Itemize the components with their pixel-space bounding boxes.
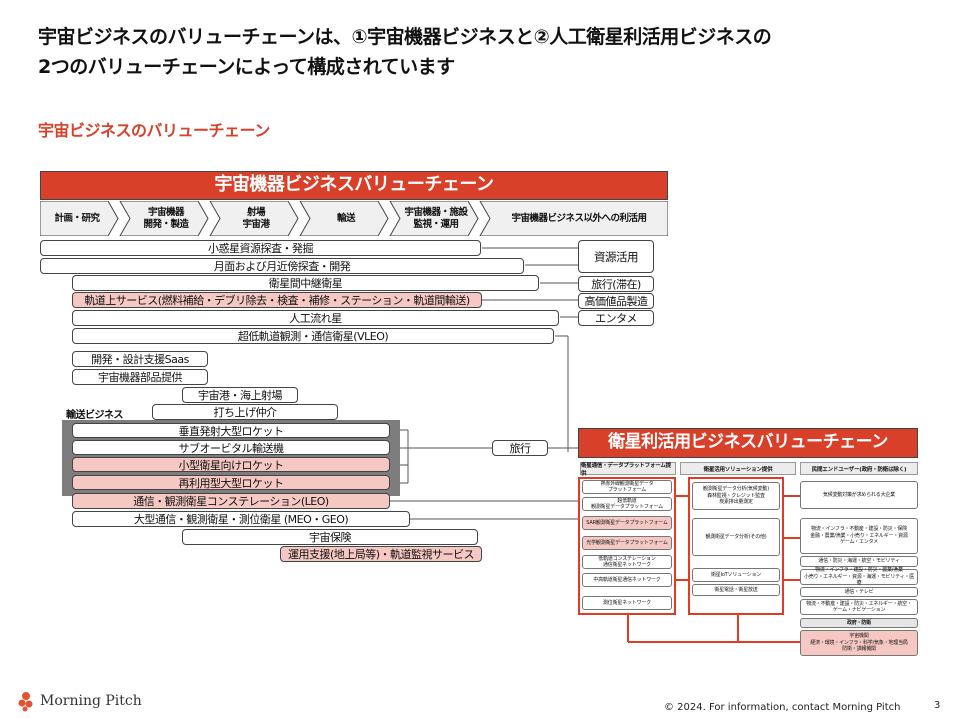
row-small-rocket: 小型衛星向けロケット xyxy=(72,457,390,472)
row-artificial-meteor: 人工流れ星 xyxy=(72,310,559,326)
stage-spaceport: 射場 宇宙港 xyxy=(242,206,270,230)
row-operations-support: 運用支援(地上局等)・軌道監視サービス xyxy=(280,546,482,562)
row-space-insurance: 宇宙保険 xyxy=(182,529,478,545)
solution-frame xyxy=(688,477,784,615)
row-design-saas: 開発・設計支援Saas xyxy=(72,351,208,367)
use-high-value-manufacturing: 高価値品製造 xyxy=(578,293,654,309)
row-launch-broker: 打ち上げ仲介 xyxy=(152,404,338,420)
user-telecom-tv: 通信・テレビ xyxy=(800,587,918,597)
stage-manufacturing: 宇宙機器 開発・製造 xyxy=(143,206,189,230)
row-asteroid-resources: 小惑星資源探査・発掘 xyxy=(40,240,481,256)
solution-iot: 衛星IoTソリューション xyxy=(692,568,780,582)
platform-sar: SAR観測衛星データプラットフォーム xyxy=(582,516,672,530)
platform-leo-network: 低軌道コンステレーション 通信衛星ネットワーク xyxy=(582,555,672,569)
platform-frame xyxy=(578,477,676,615)
copyright-text: © 2024. For information, contact Morning… xyxy=(664,702,901,713)
satellite-chain-title: 衛星利活用ビジネスバリューチェーン xyxy=(578,428,918,458)
page-number: 3 xyxy=(934,700,941,711)
use-resources: 資源活用 xyxy=(578,240,654,273)
equipment-chain-title: 宇宙機器ビジネスバリューチェーン xyxy=(40,171,668,200)
stage-chevrons xyxy=(40,201,668,236)
row-vleo: 超低軌道観測・通信衛星(VLEO) xyxy=(72,328,554,344)
transport-business-label: 輸送ビジネス xyxy=(66,410,124,421)
row-vertical-rocket: 垂直発射大型ロケット xyxy=(72,423,390,438)
stage-other-use: 宇宙機器ビジネス以外への利活用 xyxy=(511,212,647,224)
row-on-orbit-service: 軌道上サービス(燃料補給・デブリ除去・検査・補修・ステーション・軌道間輸送) xyxy=(72,292,482,308)
row-parts-supply: 宇宙機器部品提供 xyxy=(72,369,208,385)
row-reusable-rocket: 再利用型大型ロケット xyxy=(72,475,390,490)
user-iot-industries: 物流・インフラ・建設・防災・農業/漁業 小売り・エネルギー・資源・海運・モビリテ… xyxy=(800,567,918,586)
row-relay-satellite: 衛星間中継衛星 xyxy=(72,275,539,291)
use-entertainment: エンタメ xyxy=(578,310,654,326)
section-subtitle: 宇宙ビジネスのバリューチェーン xyxy=(38,121,270,140)
user-climate-enterprises: 気候変動対策が求められる大企業 xyxy=(800,481,918,509)
stage-monitoring: 宇宙機器・施設 監視・運用 xyxy=(404,206,468,230)
user-telecom-shipping: 通信・防災・海運・航空・モビリティ xyxy=(800,556,918,567)
column-platform: 衛星通信・データプラットフォーム提供 xyxy=(580,462,676,477)
brand-name: Morning Pitch xyxy=(40,693,142,709)
platform-optical: 光学観測衛星データプラットフォーム xyxy=(582,536,672,550)
solution-other-analysis: 観測衛星データ分析(その他) xyxy=(692,518,780,556)
platform-meo-network: 中高軌道衛星通信ネットワーク xyxy=(582,573,672,587)
solution-climate: 観測衛星データ分析(気候変動) 森林監視・クレジット監査 炭素排出量測定 xyxy=(692,482,780,510)
solution-phone-broadcast: 衛星電話・衛星放送 xyxy=(692,584,780,596)
row-spaceport: 宇宙港・海上射場 xyxy=(182,387,298,403)
gov-defense-label: 政府・防衛 xyxy=(800,618,918,628)
column-solution: 衛星活用ソリューション提供 xyxy=(680,462,796,475)
use-travel: 旅行 xyxy=(492,440,548,456)
title-line-1: 宇宙ビジネスのバリューチェーンは、①宇宙機器ビジネスと②人工衛星利活用ビジネスの xyxy=(38,26,772,48)
page-title: 宇宙ビジネスのバリューチェーンは、①宇宙機器ビジネスと②人工衛星利活用ビジネスの… xyxy=(38,22,918,82)
brand-mark-icon xyxy=(18,692,33,712)
row-lunar-exploration: 月面および月近傍探査・開発 xyxy=(40,258,524,274)
row-leo-constellation: 通信・観測衛星コンステレーション(LEO) xyxy=(72,493,390,509)
column-end-user: 民間エンドユーザー(政府・防衛は除く) xyxy=(800,462,918,475)
platform-vleo: 超低軌道 観測衛星データプラットフォーム xyxy=(582,497,672,511)
platform-positioning: 測位衛星ネットワーク xyxy=(582,596,672,610)
equipment-stages: 計画・研究 宇宙機器 開発・製造 射場 宇宙港 輸送 宇宙機器・施設 監視・運用… xyxy=(40,201,668,236)
stage-research: 計画・研究 xyxy=(54,212,100,224)
row-suborbital: サブオービタル輸送機 xyxy=(72,440,390,455)
user-navigation: 物流・不動産・建設・防災・エネルギー・航空・ ゲーム・ナビゲーション xyxy=(800,599,918,615)
user-logistics-finance: 物流・インフラ・不動産・建設・防災・保険 金融・農業/漁業・小売り・エネルギー・… xyxy=(800,518,918,554)
gov-agencies: 宇宙機関 経済・環境・インフラ・科学/気象・地理当局 防衛・諜報機関 xyxy=(800,630,918,656)
brand-logo: Morning Pitch xyxy=(18,690,142,712)
platform-thermal: 熱赤外線観測衛星データ プラットフォーム xyxy=(582,480,672,494)
stage-transport: 輸送 xyxy=(336,212,356,224)
title-line-2: 2つのバリューチェーンによって構成されています xyxy=(38,56,455,78)
row-meo-geo: 大型通信・観測衛星・測位衛星 (MEO・GEO) xyxy=(72,511,410,527)
use-travel-stay: 旅行(滞在) xyxy=(578,276,654,292)
